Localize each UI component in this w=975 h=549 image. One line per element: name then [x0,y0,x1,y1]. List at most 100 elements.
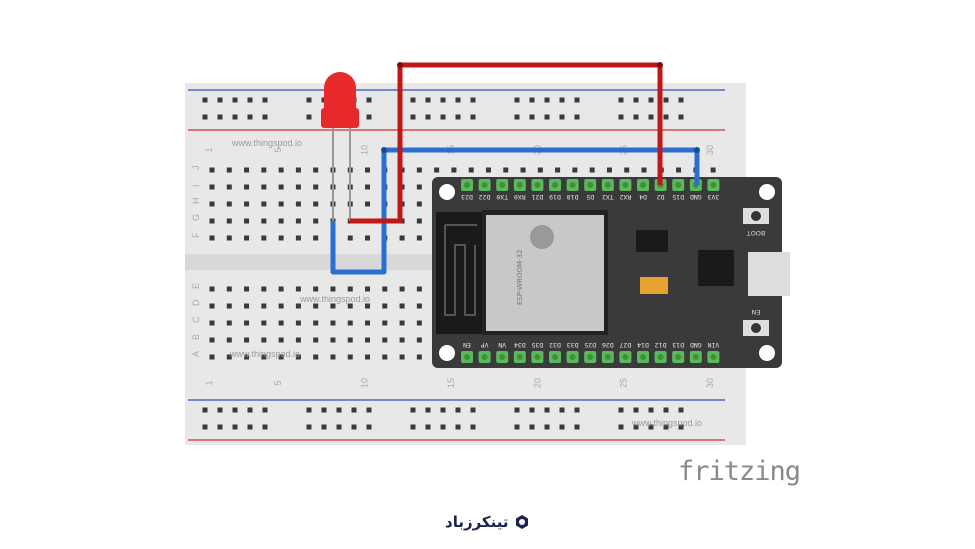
power-rail-hole[interactable] [321,407,327,413]
power-rail-hole[interactable] [306,407,312,413]
power-rail-hole[interactable] [247,407,253,413]
breadboard-hole[interactable] [244,235,250,241]
breadboard-hole[interactable] [244,184,250,190]
power-rail-hole[interactable] [529,97,535,103]
power-rail-hole[interactable] [410,407,416,413]
breadboard-hole[interactable] [313,184,319,190]
breadboard-hole[interactable] [313,337,319,343]
breadboard-hole[interactable] [295,354,301,360]
breadboard-hole[interactable] [295,235,301,241]
breadboard-hole[interactable] [468,167,474,173]
breadboard-hole[interactable] [278,184,284,190]
power-rail-hole[interactable] [232,424,238,430]
blue-wire-gnd[interactable] [330,147,700,275]
breadboard-hole[interactable] [520,167,526,173]
breadboard-hole[interactable] [244,337,250,343]
power-rail-hole[interactable] [247,424,253,430]
breadboard-hole[interactable] [278,303,284,309]
breadboard-hole[interactable] [226,337,232,343]
breadboard-hole[interactable] [382,303,388,309]
breadboard-hole[interactable] [416,320,422,326]
power-rail-hole[interactable] [648,114,654,120]
breadboard-hole[interactable] [261,286,267,292]
breadboard-hole[interactable] [278,337,284,343]
power-rail-hole[interactable] [678,407,684,413]
breadboard-hole[interactable] [347,320,353,326]
breadboard-hole[interactable] [365,201,371,207]
breadboard-hole[interactable] [261,184,267,190]
breadboard-hole[interactable] [434,167,440,173]
breadboard-hole[interactable] [416,167,422,173]
power-rail-hole[interactable] [336,407,342,413]
breadboard-hole[interactable] [261,201,267,207]
power-rail-hole[interactable] [232,114,238,120]
breadboard-hole[interactable] [365,167,371,173]
breadboard-hole[interactable] [209,337,215,343]
power-rail-hole[interactable] [410,114,416,120]
power-rail-hole[interactable] [351,407,357,413]
breadboard-hole[interactable] [382,354,388,360]
breadboard-hole[interactable] [261,303,267,309]
breadboard-hole[interactable] [226,167,232,173]
power-rail-hole[interactable] [232,407,238,413]
power-rail-hole[interactable] [544,97,550,103]
power-rail-hole[interactable] [262,407,268,413]
power-rail-hole[interactable] [514,424,520,430]
power-rail-hole[interactable] [410,424,416,430]
breadboard-hole[interactable] [606,167,612,173]
power-rail-hole[interactable] [366,407,372,413]
breadboard-hole[interactable] [278,167,284,173]
breadboard-hole[interactable] [382,337,388,343]
breadboard-hole[interactable] [313,235,319,241]
power-rail-hole[interactable] [202,97,208,103]
power-rail-hole[interactable] [217,97,223,103]
breadboard-hole[interactable] [261,354,267,360]
breadboard-hole[interactable] [226,320,232,326]
breadboard-hole[interactable] [399,354,405,360]
power-rail-hole[interactable] [440,114,446,120]
power-rail-hole[interactable] [648,407,654,413]
breadboard-hole[interactable] [244,320,250,326]
breadboard-hole[interactable] [347,235,353,241]
power-rail-hole[interactable] [202,424,208,430]
breadboard-hole[interactable] [226,286,232,292]
breadboard-hole[interactable] [555,167,561,173]
breadboard-hole[interactable] [313,167,319,173]
power-rail-hole[interactable] [410,97,416,103]
breadboard-hole[interactable] [330,303,336,309]
breadboard-hole[interactable] [365,235,371,241]
breadboard-hole[interactable] [365,184,371,190]
breadboard-hole[interactable] [416,337,422,343]
power-rail-hole[interactable] [366,114,372,120]
breadboard-hole[interactable] [295,184,301,190]
power-rail-hole[interactable] [648,424,654,430]
breadboard-hole[interactable] [365,320,371,326]
power-rail-hole[interactable] [425,114,431,120]
breadboard-hole[interactable] [261,167,267,173]
power-rail-hole[interactable] [202,114,208,120]
breadboard-hole[interactable] [330,354,336,360]
breadboard-hole[interactable] [244,167,250,173]
power-rail-hole[interactable] [663,407,669,413]
power-rail-hole[interactable] [217,424,223,430]
breadboard-hole[interactable] [589,167,595,173]
power-rail-hole[interactable] [425,424,431,430]
power-rail-hole[interactable] [678,424,684,430]
breadboard-hole[interactable] [416,354,422,360]
power-rail-hole[interactable] [202,407,208,413]
power-rail-hole[interactable] [366,97,372,103]
breadboard-hole[interactable] [485,167,491,173]
power-rail-hole[interactable] [440,97,446,103]
power-rail-hole[interactable] [217,407,223,413]
breadboard-hole[interactable] [503,167,509,173]
breadboard-hole[interactable] [451,167,457,173]
power-rail-hole[interactable] [440,424,446,430]
power-rail-hole[interactable] [455,407,461,413]
power-rail-hole[interactable] [425,97,431,103]
power-rail-hole[interactable] [247,97,253,103]
breadboard-hole[interactable] [399,303,405,309]
power-rail-hole[interactable] [455,97,461,103]
power-rail-hole[interactable] [663,114,669,120]
breadboard-hole[interactable] [416,235,422,241]
breadboard-hole[interactable] [676,167,682,173]
